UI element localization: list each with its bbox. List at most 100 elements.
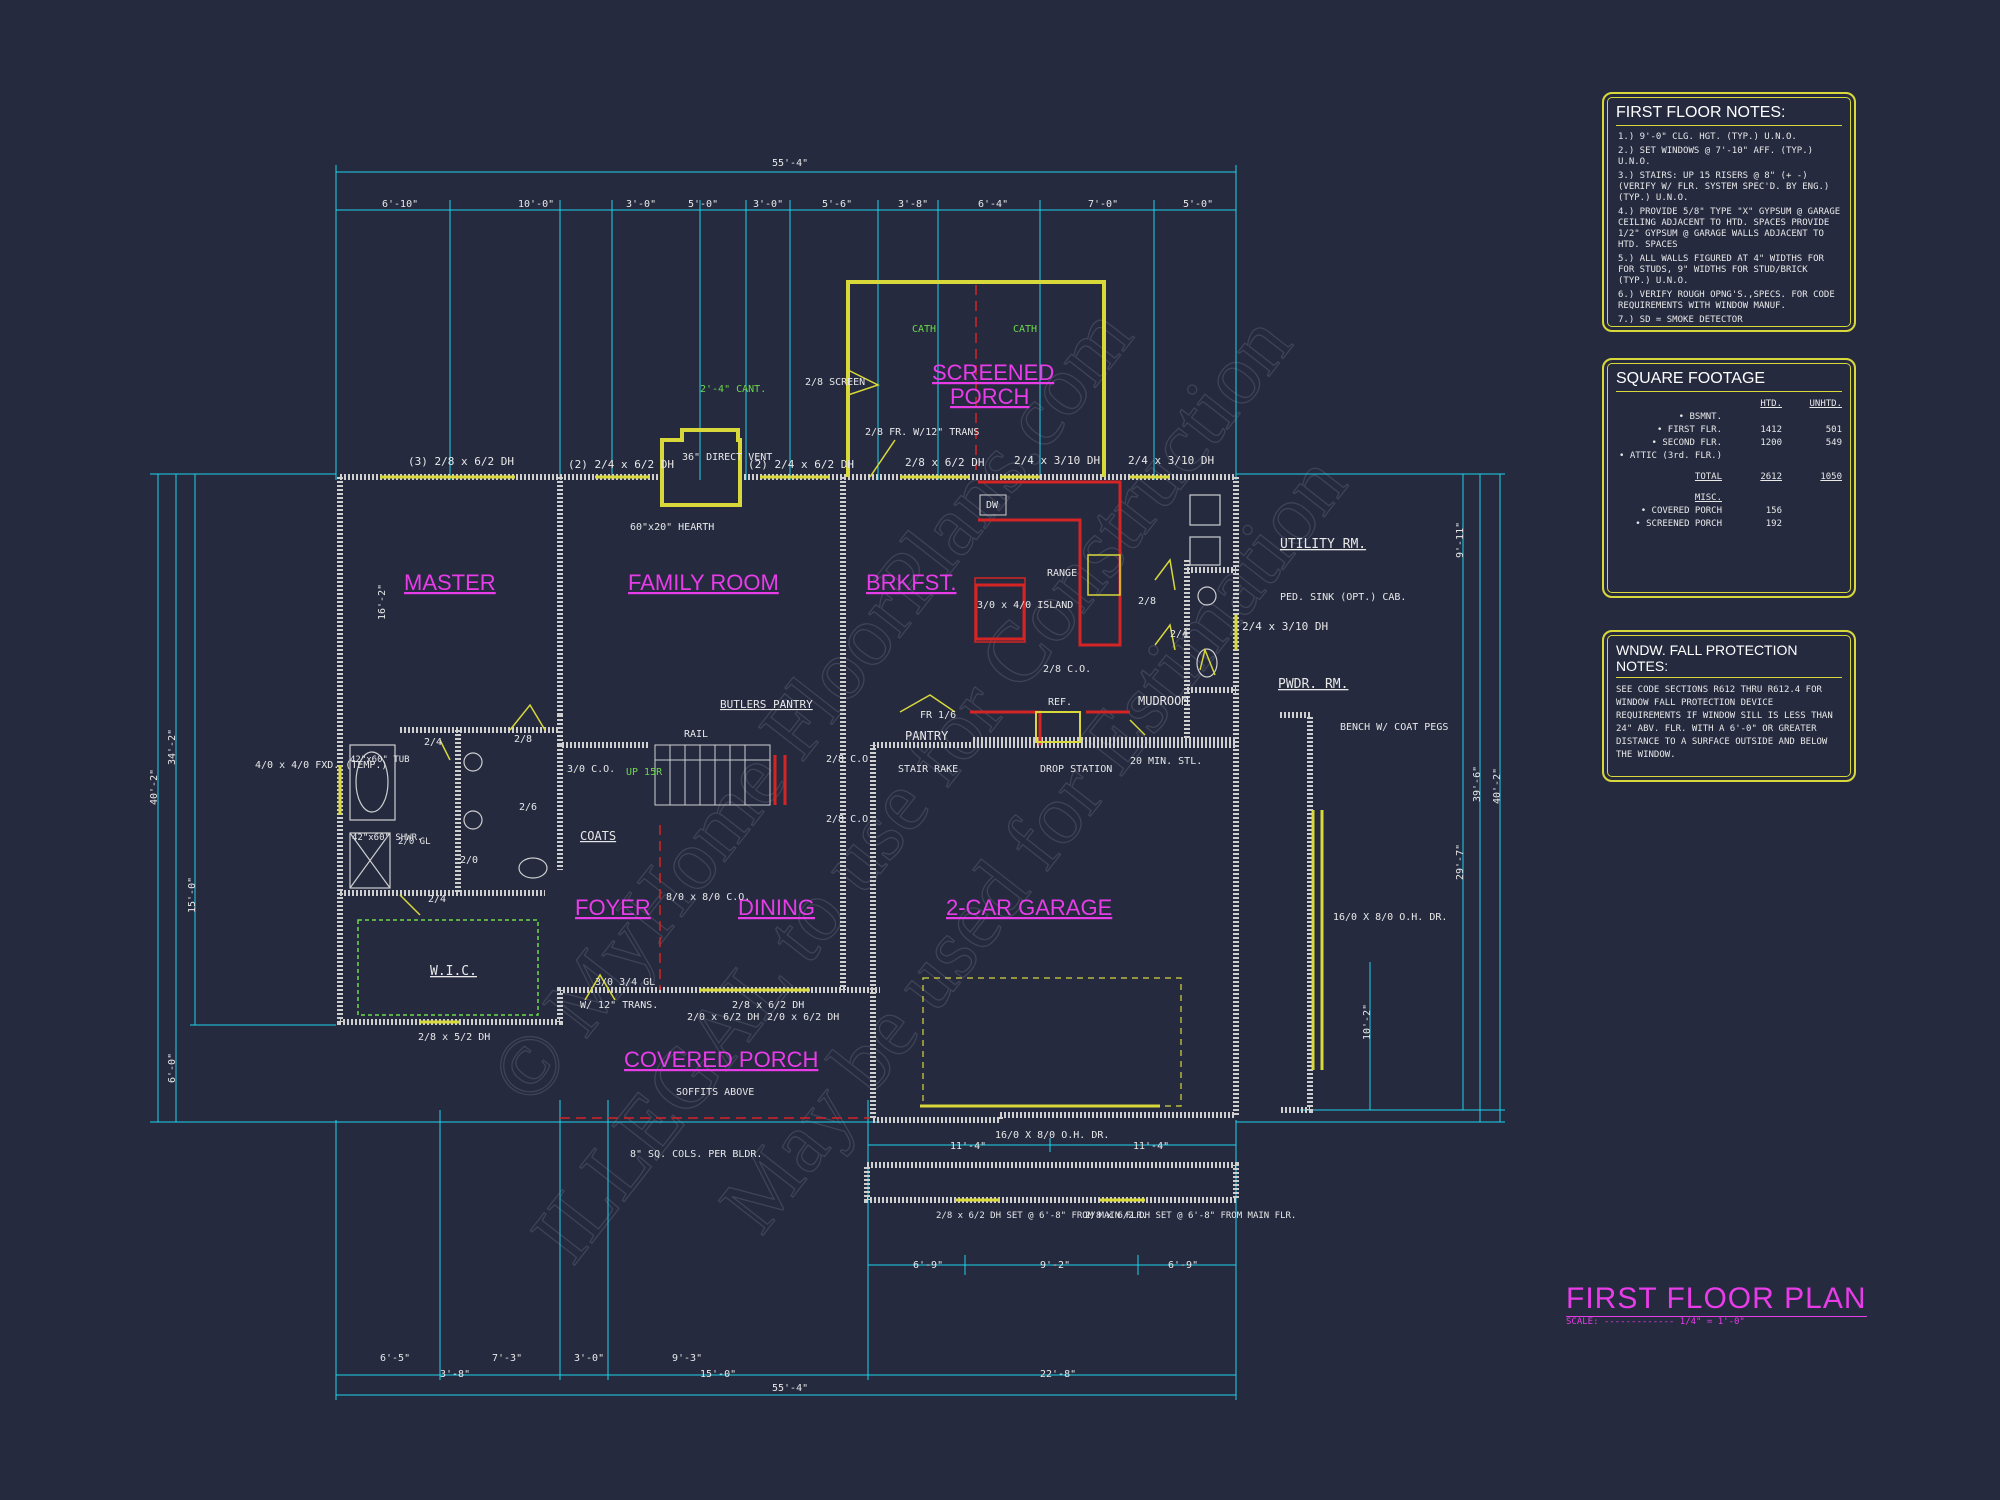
label-window-master: (3) 2/8 x 6/2 DH [408, 455, 514, 468]
room-pwdr: PWDR. RM. [1278, 677, 1348, 692]
room-covered-porch: COVERED PORCH [624, 1047, 818, 1072]
svg-text:15'-0": 15'-0" [700, 1369, 736, 1380]
label-oh-dr-front: 16/0 X 8/0 O.H. DR. [995, 1130, 1109, 1141]
garage-dimensions: 6'-9" 9'-2" 6'-9" 11'-4" 11'-4" [913, 1141, 1198, 1271]
label-fr-trans: 2/8 FR. W/12" TRANS [865, 427, 979, 438]
refrigerator [1035, 711, 1081, 743]
sq-row: MISC. [1694, 493, 1722, 503]
label-drop: DROP STATION [1040, 764, 1112, 775]
svg-text:9'-11": 9'-11" [1455, 522, 1466, 558]
label-gar-win-2: 2/8 x 6/2 DH SET @ 6'-8" FROM MAIN FLR. [1085, 1211, 1296, 1221]
room-brkfst: BRKFST. [866, 570, 956, 595]
fall-protection-panel: WNDW. FALL PROTECTION NOTES: SEE CODE SE… [1602, 630, 1856, 782]
label-cath-2: CATH [1013, 324, 1037, 335]
dimension-lines [150, 165, 1505, 1400]
island [974, 577, 1026, 643]
label-co-1: 3/0 C.O. [567, 764, 615, 775]
label-window-util: 2/4 x 3/10 DH [1128, 454, 1214, 467]
label-range: RANGE [1047, 568, 1077, 579]
room-mudroom: MUDROOM [1138, 694, 1189, 708]
wic-shelving [357, 919, 539, 1016]
svg-text:39'-6": 39'-6" [1472, 766, 1483, 802]
svg-text:3'-0": 3'-0" [753, 199, 783, 210]
label-gl: 2/0 GL [398, 837, 431, 847]
left-dimensions: 16'-2" 34'-2" 15'-0" 40'-2" 6'-0" [149, 584, 388, 1083]
room-pantry: PANTRY [905, 729, 949, 743]
top-dimensions: 6'-10" 10'-0" 3'-0" 5'-0" 3'-0" 5'-6" 3'… [382, 199, 1213, 210]
svg-text:40'-2": 40'-2" [1492, 768, 1503, 804]
door-swings [399, 369, 1216, 1001]
label-fr16: FR 1/6 [920, 710, 956, 721]
label-wic-win: 2/8 x 5/2 DH [418, 1032, 490, 1043]
kitchen-cabinets [773, 480, 1130, 805]
plan-scale: SCALE: ------------- 1/4" = 1'-0" [1566, 1317, 1745, 1327]
label-oh-dr-side: 16/0 X 8/0 O.H. DR. [1333, 912, 1447, 923]
svg-text:6'-5": 6'-5" [380, 1353, 410, 1364]
note-item: 4.) PROVIDE 5/8" TYPE "X" GYPSUM @ GARAG… [1618, 207, 1841, 250]
label-window-util-side: 2/4 x 3/10 DH [1242, 620, 1328, 633]
garage-door-swing [922, 977, 1182, 1107]
label-cath-1: CATH [912, 324, 936, 335]
fall-protection-title: WNDW. FALL PROTECTION NOTES: [1616, 642, 1842, 678]
note-item: 5.) ALL WALLS FIGURED AT 4" WIDTHS FOR F… [1618, 254, 1824, 286]
room-garage: 2-CAR GARAGE [946, 895, 1112, 920]
label-door-20: 2/0 [460, 855, 478, 866]
bottom-dimensions: 6'-5" 3'-8" 7'-3" 3'-0" 9'-3" 15'-0" 22'… [380, 1353, 1076, 1380]
svg-text:6'-9": 6'-9" [1168, 1260, 1198, 1271]
svg-text:5'-0": 5'-0" [688, 199, 718, 210]
note-item: 7.) SD = SMOKE DETECTOR [1618, 315, 1743, 325]
label-ref: REF. [1048, 697, 1072, 708]
fall-protection-text: SEE CODE SECTIONS R612 THRU R612.4 FOR W… [1616, 685, 1833, 760]
label-fxd: 4/0 x 4/0 FXD. (TEMP.) [255, 760, 387, 771]
svg-text:11'-4": 11'-4" [950, 1141, 986, 1152]
label-door-24-b: 2/4 [428, 894, 446, 905]
svg-text:16'-2": 16'-2" [377, 584, 388, 620]
label-window-brk2: 2/4 x 3/10 DH [1014, 454, 1100, 467]
label-gar-win-1: 2/8 x 6/2 DH SET @ 6'-8" FROM MAIN FLR. [936, 1211, 1147, 1221]
label-soffits: SOFFITS ABOVE [676, 1087, 754, 1098]
svg-text:6'-9": 6'-9" [913, 1260, 943, 1271]
label-min-stl: 20 MIN. STL. [1130, 756, 1202, 767]
svg-text:40'-2": 40'-2" [149, 769, 160, 805]
svg-text:9'-3": 9'-3" [672, 1353, 702, 1364]
label-door-24-a: 2/4 [424, 737, 442, 748]
label-butlers: BUTLERS PANTRY [720, 698, 813, 711]
note-item: 1.) 9'-0" CLG. HGT. (TYP.) U.N.O. [1618, 132, 1797, 142]
label-front-win-1: 2/8 x 6/2 DH [732, 1000, 804, 1011]
note-item: 6.) VERIFY ROUGH OPNG'S.,SPECS. FOR CODE… [1618, 290, 1835, 311]
label-co-810: 8/0 x 8/0 C.O. [666, 892, 750, 903]
dishwasher [979, 494, 1007, 516]
label-screen: 2/8 SCREEN [805, 377, 865, 388]
svg-text:22'-8": 22'-8" [1040, 1369, 1076, 1380]
svg-text:3'-8": 3'-8" [898, 199, 928, 210]
bath-fixtures [349, 494, 1221, 889]
svg-text:34'-2": 34'-2" [167, 729, 178, 765]
svg-text:9'-2": 9'-2" [1040, 1260, 1070, 1271]
svg-text:5'-6": 5'-6" [822, 199, 852, 210]
sq-row: • BSMNT. [1678, 412, 1722, 422]
note-item: 2.) SET WINDOWS @ 7'-10" AFF. (TYP.) U.N… [1618, 146, 1814, 167]
room-wic: W.I.C. [430, 964, 477, 979]
sq-header-row: HTD.UNHTD. [1760, 399, 1842, 409]
svg-text:29'-7": 29'-7" [1455, 844, 1466, 880]
overall-bottom-dim: 55'-4" [772, 1383, 808, 1394]
overall-top-dim: 55'-4" [772, 158, 808, 169]
label-co-4: 2/8 C.O. [1043, 664, 1091, 675]
svg-text:10'-2": 10'-2" [1362, 1004, 1373, 1040]
label-ped-sink: PED. SINK (OPT.) CAB. [1280, 592, 1406, 603]
svg-text:3'-0": 3'-0" [626, 199, 656, 210]
room-family: FAMILY ROOM [628, 570, 779, 595]
label-cant: 2'-4" CANT. [700, 384, 766, 395]
range [1087, 554, 1121, 596]
label-window-brk: 2/8 x 6/2 DH [905, 456, 984, 469]
label-front-win-2: 2/0 x 6/2 DH [687, 1012, 759, 1023]
room-screened-porch-1: SCREENED [932, 360, 1054, 385]
svg-text:10'-0": 10'-0" [518, 199, 554, 210]
room-screened-porch-2: PORCH [950, 384, 1029, 409]
note-item: 3.) STAIRS: UP 15 RISERS @ 8" (+ -) (VER… [1618, 171, 1830, 203]
